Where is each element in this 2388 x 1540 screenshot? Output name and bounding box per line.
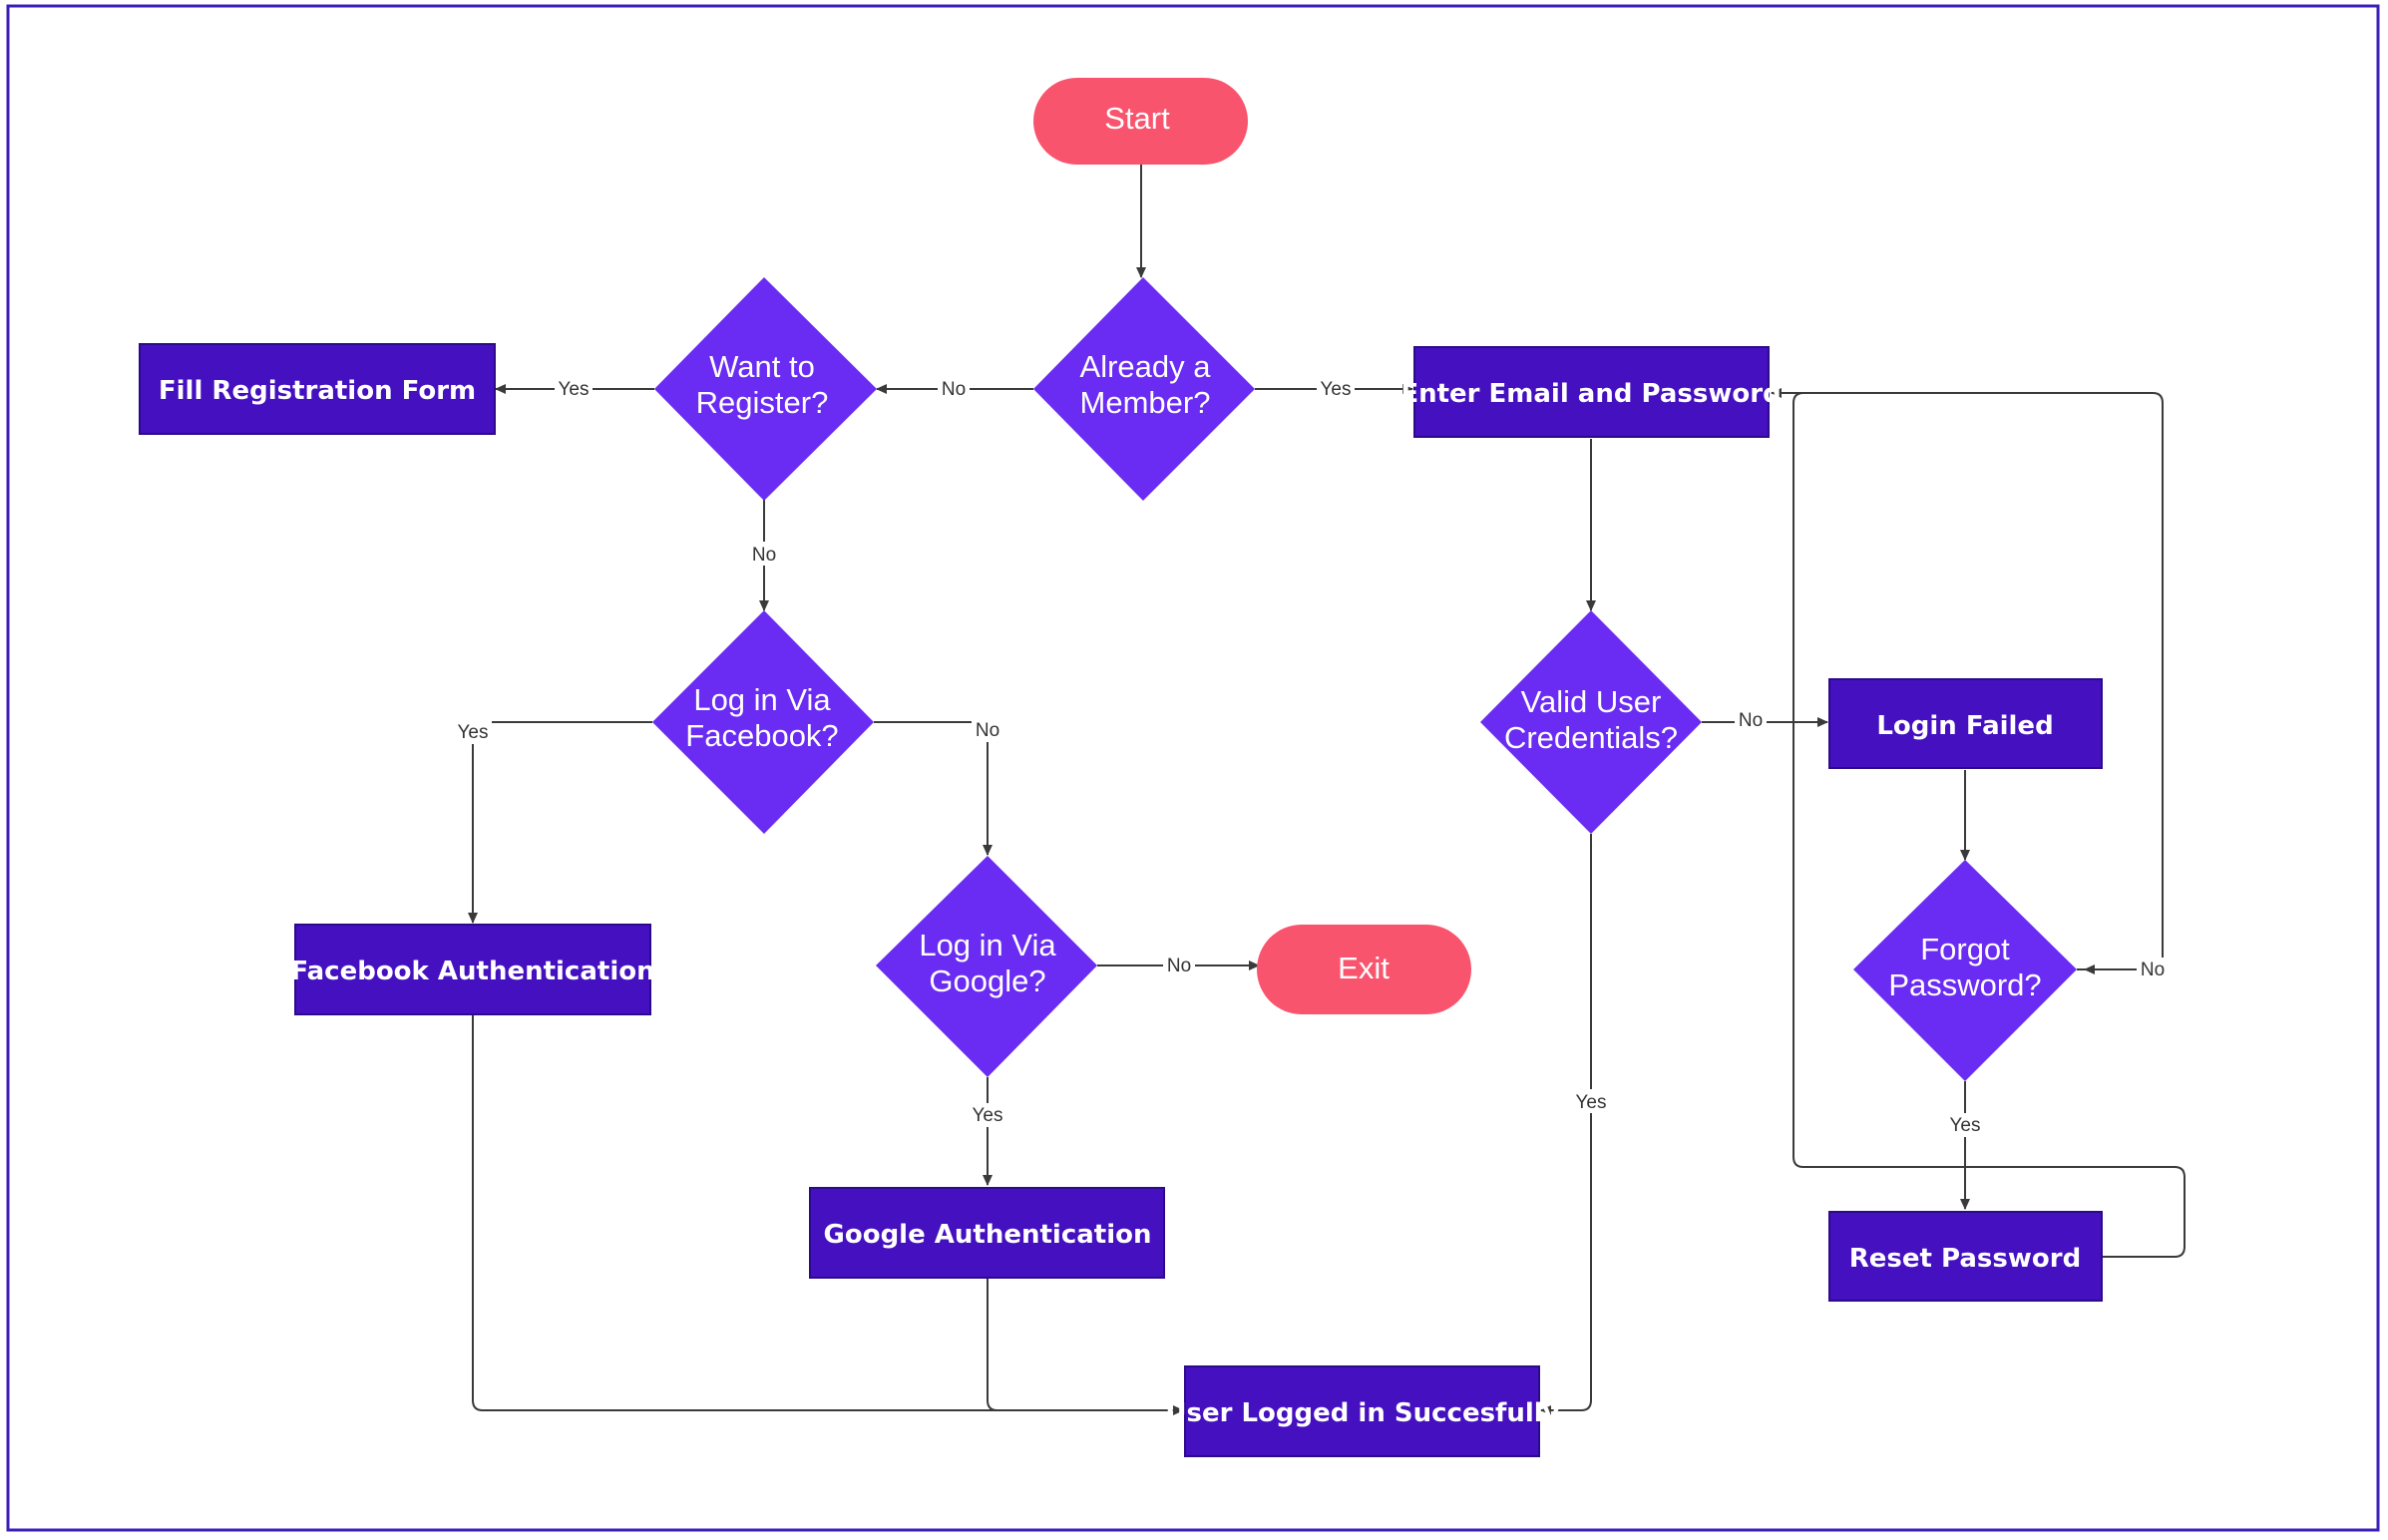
valid-credentials-label-line1: Valid User <box>1521 684 1662 719</box>
edge-labels: No Yes Yes No Yes No No Yes No Yes No Ye… <box>454 376 2169 1137</box>
edge-facebook-auth-to-logged-in <box>472 1015 1184 1415</box>
label-google-no: No <box>1167 956 1191 976</box>
reset-password-node[interactable]: Reset Password <box>1828 1211 2103 1302</box>
login-google-label-line1: Log in Via <box>919 928 1056 962</box>
label-facebook-no: No <box>976 720 999 741</box>
forgot-password-decision[interactable]: Forgot Password? <box>1853 860 2077 1081</box>
edge-reset-to-email <box>1792 392 2186 1258</box>
facebook-auth-node[interactable]: Facebook Authentication <box>290 924 655 1015</box>
edge-facebook-yes <box>468 721 652 924</box>
google-auth-label: Google Authentication <box>824 1220 1152 1250</box>
label-forgot-yes: Yes <box>1950 1115 1981 1136</box>
edge-credentials-yes <box>1540 834 1592 1415</box>
already-member-decision[interactable]: Already a Member? <box>1033 277 1255 501</box>
edge-facebook-no <box>874 721 993 856</box>
start-label: Start <box>1104 101 1170 136</box>
reset-password-label: Reset Password <box>1849 1244 2081 1274</box>
want-register-label-line2: Register? <box>696 385 829 420</box>
label-register-no: No <box>752 545 776 566</box>
login-facebook-label-line1: Log in Via <box>693 682 831 717</box>
login-facebook-label-line2: Facebook? <box>685 718 838 753</box>
edge-google-auth-to-logged-in <box>987 1279 1183 1411</box>
facebook-auth-label: Facebook Authentication <box>290 957 654 986</box>
exit-label: Exit <box>1338 951 1390 985</box>
login-google-label-line2: Google? <box>929 963 1045 998</box>
label-register-yes: Yes <box>559 379 590 400</box>
already-member-label-line2: Member? <box>1080 385 1211 420</box>
valid-credentials-decision[interactable]: Valid User Credentials? <box>1480 610 1702 834</box>
want-register-label-line1: Want to <box>709 349 815 384</box>
fill-registration-node[interactable]: Fill Registration Form <box>139 343 496 435</box>
label-credentials-yes: Yes <box>1576 1092 1607 1113</box>
login-google-decision[interactable]: Log in Via Google? <box>876 856 1097 1077</box>
label-credentials-no: No <box>1739 710 1763 731</box>
forgot-password-label-line2: Password? <box>1888 967 2041 1002</box>
label-facebook-yes: Yes <box>458 722 489 743</box>
valid-credentials-label-line2: Credentials? <box>1504 720 1678 755</box>
user-logged-in-node[interactable]: User Logged in Succesfully <box>1165 1365 1560 1457</box>
user-logged-in-label: User Logged in Succesfully <box>1165 1398 1559 1428</box>
edge-forgot-no <box>1771 388 2164 970</box>
label-member-no: No <box>942 379 966 400</box>
start-node[interactable]: Start <box>1033 78 1248 165</box>
want-register-decision[interactable]: Want to Register? <box>654 277 877 501</box>
label-google-yes: Yes <box>973 1105 1003 1126</box>
label-member-yes: Yes <box>1321 379 1352 400</box>
enter-email-label: Enter Email and Password <box>1400 379 1781 409</box>
already-member-label-line1: Already a <box>1080 349 1212 384</box>
diagram-frame <box>6 4 2380 1532</box>
forgot-password-label-line1: Forgot <box>1920 932 2010 966</box>
label-forgot-no: No <box>2141 960 2165 980</box>
login-failed-label: Login Failed <box>1876 711 2053 741</box>
exit-node[interactable]: Exit <box>1257 925 1471 1014</box>
login-facebook-decision[interactable]: Log in Via Facebook? <box>652 610 874 834</box>
enter-email-node[interactable]: Enter Email and Password <box>1400 346 1782 438</box>
fill-registration-label: Fill Registration Form <box>159 376 476 406</box>
google-auth-node[interactable]: Google Authentication <box>809 1187 1165 1279</box>
login-failed-node[interactable]: Login Failed <box>1828 678 2103 769</box>
